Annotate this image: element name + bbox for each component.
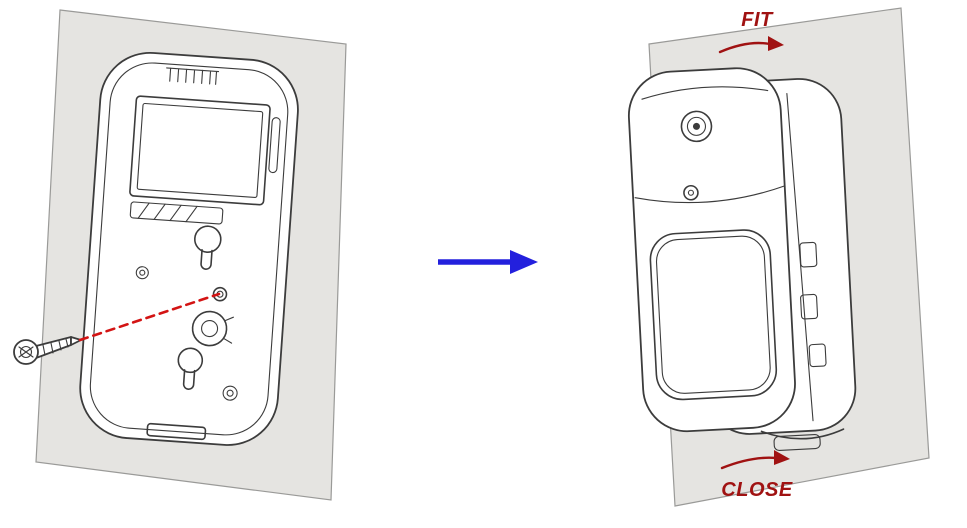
bottom-latch-tab — [146, 422, 207, 441]
pir-window — [649, 229, 778, 401]
vent-slots — [166, 67, 220, 85]
fit-direction-arrow-icon — [718, 36, 784, 54]
screw-guide-line — [78, 292, 221, 342]
close-label: CLOSE — [721, 479, 793, 501]
cable-clamp — [191, 310, 234, 347]
side-hook-3 — [808, 343, 827, 368]
front-top-contour — [641, 86, 769, 100]
bottom-opening — [760, 428, 845, 440]
close-direction-arrow-icon — [720, 450, 790, 470]
assembled-device-drawing — [627, 67, 857, 452]
backplate-drawing — [79, 51, 299, 446]
fixing-hole-left — [135, 266, 149, 280]
keyhole-slot-top — [193, 225, 222, 270]
fit-label: FIT — [741, 9, 774, 31]
side-hook-2 — [800, 293, 819, 320]
side-hook-1 — [799, 241, 818, 268]
screw-threads — [42, 338, 69, 356]
screw-head-inner — [19, 345, 33, 359]
pir-window-inner — [655, 235, 771, 394]
front-screw — [683, 184, 699, 201]
cable-entry-strip — [129, 201, 224, 225]
screw-icon — [13, 336, 82, 365]
lens — [680, 110, 713, 143]
side-slot — [268, 117, 281, 174]
backplate-outline — [79, 51, 299, 446]
wiring-window — [129, 95, 271, 206]
arrow-right-icon — [438, 250, 538, 274]
backplate-inner-outline — [89, 62, 289, 436]
screw-head-slot — [18, 346, 34, 358]
front-seam — [634, 185, 786, 204]
fixing-hole-right — [222, 385, 238, 401]
wiring-window-inner — [136, 102, 264, 198]
screw-tip — [70, 336, 82, 346]
bottom-close-tab — [773, 434, 821, 452]
device-front-face — [627, 67, 796, 433]
keyhole-slot-bottom — [177, 347, 204, 391]
cable-entry-hatch — [137, 202, 198, 223]
